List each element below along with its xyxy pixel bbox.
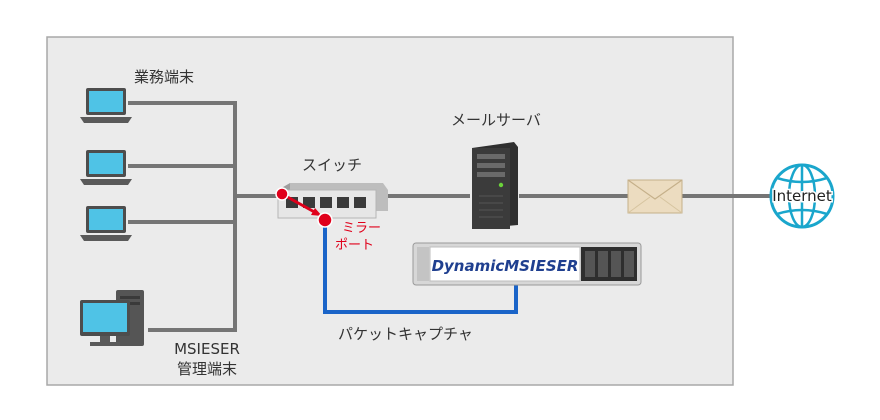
business-terminal-3[interactable] [80, 206, 132, 241]
laptop-icon [80, 206, 132, 241]
network-panel [46, 36, 734, 386]
mirror-port-indicator [275, 187, 333, 228]
mirror-port-label-line1: ミラー [342, 221, 381, 236]
packet-capture-label: パケットキャプチャ [338, 325, 473, 343]
laptop-icon [80, 150, 132, 185]
mail-server[interactable] [472, 142, 518, 229]
admin-terminal-label-line2: 管理端末 [177, 360, 237, 378]
envelope-icon [627, 179, 683, 214]
internet-label: Internet [772, 187, 832, 205]
appliance-brand-label: DynamicMSIESER [432, 257, 579, 275]
dynamic-msieser-appliance[interactable]: DynamicMSIESER [412, 242, 642, 286]
tower-server-icon [472, 142, 518, 229]
mail-server-label: メールサーバ [451, 111, 541, 129]
packet-capture-line [323, 220, 518, 314]
business-terminal-2[interactable] [80, 150, 132, 185]
network-wires [128, 101, 770, 332]
admin-terminal-label-line1: MSIESER [174, 340, 240, 358]
internet-globe: Internet [769, 163, 835, 229]
rack-appliance-icon [412, 242, 642, 286]
mail-envelope [627, 179, 683, 214]
laptop-icon [80, 88, 132, 123]
desktop-pc-icon [80, 290, 144, 346]
msieser-admin-terminal[interactable] [80, 290, 144, 346]
business-terminal-1[interactable] [80, 88, 132, 123]
mirror-port-label-line2: ポート [335, 238, 374, 253]
switch-label: スイッチ [302, 156, 362, 174]
business-terminals-label: 業務端末 [134, 68, 194, 86]
globe-icon [769, 163, 835, 229]
